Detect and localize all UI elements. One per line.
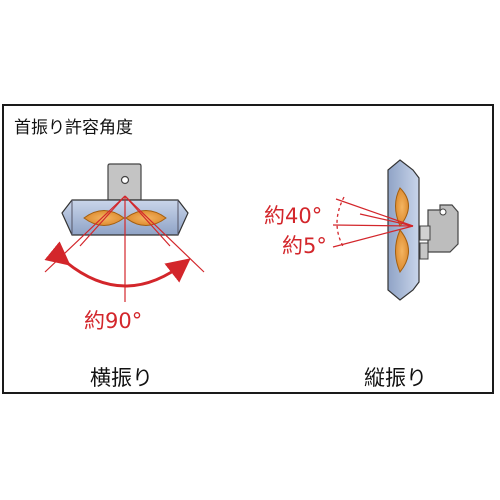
lens-right (125, 210, 167, 226)
vertical-lamp (387, 159, 459, 301)
diagram-title: 首振り許容角度 (14, 118, 133, 138)
vertical-angle-up-label: 約40° (264, 204, 323, 228)
mount-knob (419, 242, 429, 260)
horizontal-angle-label: 約90° (84, 309, 143, 333)
vertical-angle-arc (336, 196, 345, 249)
vertical-angle-down-label: 約5° (282, 234, 327, 258)
horizontal-swing-arrow (44, 241, 191, 288)
diagram-frame (2, 104, 494, 394)
mount-block (427, 204, 459, 253)
vertical-beams (332, 198, 414, 248)
mount-hole-icon (120, 175, 130, 185)
vertical-caption: 縦振り (364, 366, 427, 390)
lens-lower (395, 229, 409, 273)
horizontal-caption: 横振り (90, 366, 153, 390)
mount-screw-icon (439, 208, 447, 216)
lamp-housing-vertical (387, 159, 420, 301)
mount-stem (419, 225, 431, 241)
